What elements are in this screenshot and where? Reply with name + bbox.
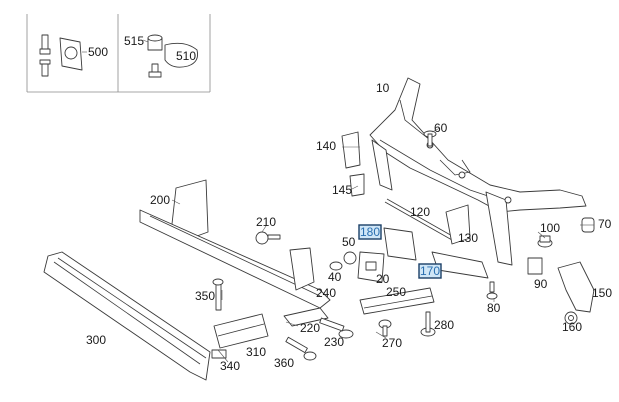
label-230: 230 [324, 335, 344, 349]
bracket-140 [341, 131, 365, 197]
label-300: 300 [86, 333, 106, 347]
highlight-box-180 [358, 224, 382, 240]
bumper-beam-300 [43, 251, 211, 381]
bolt-80-icon [486, 281, 498, 300]
nut-160-icon [564, 311, 578, 325]
callout-labels: 500 515 510 10 60 140 145 120 200 210 50… [86, 34, 612, 373]
bolt-500-icon [39, 34, 87, 77]
label-170: 170 [420, 264, 440, 278]
lower-beam [139, 209, 331, 309]
nut-50-icon [343, 251, 357, 265]
clip-340-icon [211, 349, 227, 359]
bolt-40-icon [329, 261, 343, 271]
label-280: 280 [434, 318, 454, 332]
reinforcement-250 [359, 287, 435, 315]
label-200: 200 [150, 193, 170, 207]
plate-220 [283, 307, 329, 327]
label-180: 180 [360, 225, 380, 239]
label-340: 340 [220, 359, 240, 373]
bracket-240 [289, 247, 315, 291]
label-270: 270 [382, 336, 402, 350]
bolt-230-icon [319, 317, 354, 339]
air-guide-150 [557, 261, 595, 313]
bracket-310 [213, 313, 269, 349]
bolt-360-icon [285, 336, 317, 361]
label-40: 40 [328, 270, 342, 284]
bolt-350-icon [212, 278, 224, 311]
label-145: 145 [332, 183, 352, 197]
label-20: 20 [376, 272, 390, 286]
label-60: 60 [434, 121, 448, 135]
label-240: 240 [316, 286, 336, 300]
clip-510-icon [142, 34, 199, 78]
label-150: 150 [592, 286, 612, 300]
bolt-270-icon [378, 319, 392, 337]
label-100: 100 [540, 221, 560, 235]
label-80: 80 [487, 301, 501, 315]
bracket-180 [383, 227, 417, 261]
label-90: 90 [534, 277, 548, 291]
label-50: 50 [342, 235, 356, 249]
bolt-100-icon [537, 235, 553, 248]
label-510: 510 [176, 49, 196, 63]
clip-90-icon [527, 257, 543, 275]
label-130: 130 [458, 231, 478, 245]
label-310: 310 [246, 345, 266, 359]
leader-lines [171, 127, 594, 363]
radiator-support-frame [369, 77, 587, 266]
bolt-210-icon [255, 231, 281, 245]
label-360: 360 [274, 356, 294, 370]
label-120: 120 [410, 205, 430, 219]
label-250: 250 [386, 285, 406, 299]
label-210: 210 [256, 215, 276, 229]
highlight-box-170 [418, 263, 442, 279]
label-350: 350 [195, 289, 215, 303]
bolt-60-icon [423, 130, 437, 147]
rod-120 [384, 198, 455, 241]
fastener-inset [26, 14, 211, 93]
bracket-130 [445, 204, 471, 245]
bolt-280-icon [420, 311, 436, 337]
label-70: 70 [598, 217, 612, 231]
label-500: 500 [88, 45, 108, 59]
label-140: 140 [316, 139, 336, 153]
label-220: 220 [300, 321, 320, 335]
label-160: 160 [562, 320, 582, 334]
label-515: 515 [124, 34, 144, 48]
sensor-20 [357, 251, 385, 283]
label-10: 10 [376, 81, 390, 95]
